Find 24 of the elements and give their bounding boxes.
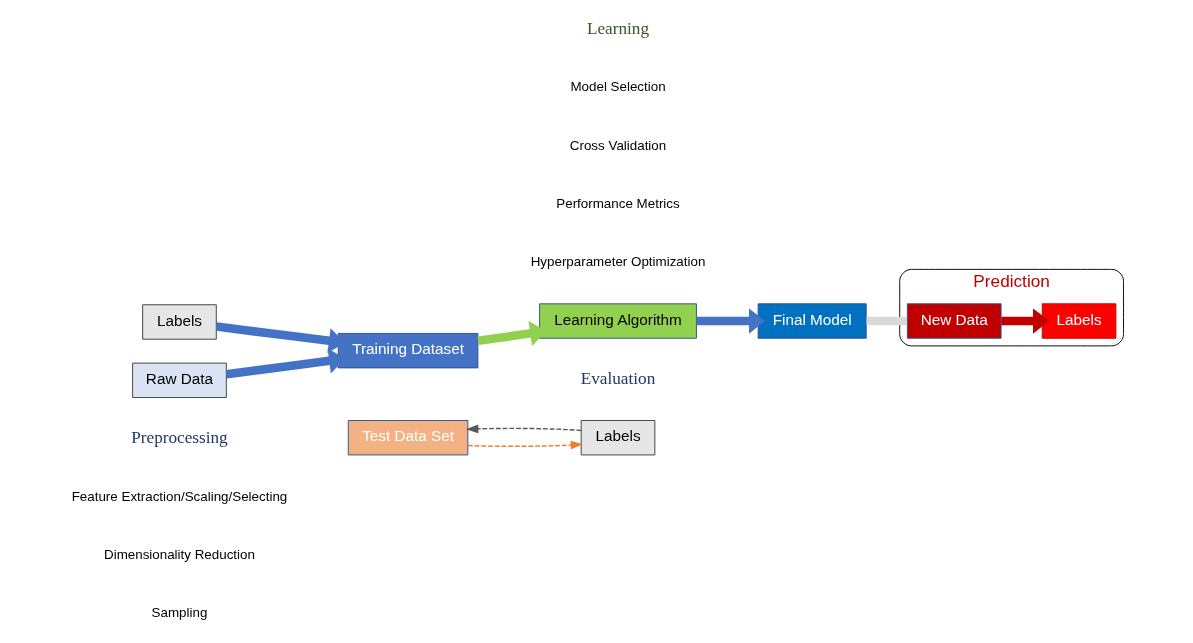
arrow (696, 308, 766, 334)
node-box: Labels (580, 420, 656, 456)
label: Cross Validation (569, 137, 667, 153)
node-box: Final Model (757, 303, 867, 339)
label: Performance Metrics (556, 195, 680, 211)
node-box: Labels (1041, 303, 1117, 339)
label: Feature Extraction/Scaling/Selecting (71, 488, 288, 504)
arrow (467, 440, 584, 450)
arrow (465, 424, 582, 434)
node-box: Test Data Set (347, 420, 469, 456)
node-box: Labels (142, 304, 217, 340)
label: Sampling (151, 605, 208, 621)
label: Learning (586, 18, 650, 38)
label: Evaluation (580, 368, 656, 388)
label: Hyperparameter Optimization (530, 254, 706, 270)
node-box: New Data (906, 303, 1002, 339)
label: Dimensionality Reduction (104, 546, 255, 562)
node-box: Raw Data (132, 362, 227, 399)
connector (866, 316, 907, 326)
label: Model Selection (570, 79, 666, 95)
arrow (1001, 308, 1050, 334)
node-box: Learning Algorithm (539, 303, 697, 339)
node-box: Training Dataset (337, 332, 479, 369)
label: Preprocessing (131, 427, 228, 447)
